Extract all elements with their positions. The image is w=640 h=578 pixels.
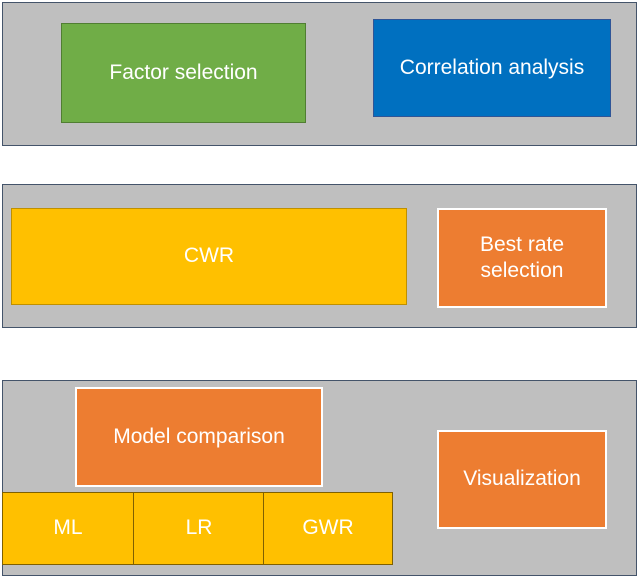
lr-label: LR: [185, 516, 213, 540]
panel-model: Model comparison Visualization ML LR GWR: [2, 380, 637, 576]
model-comparison-label: Model comparison: [113, 424, 285, 448]
ml-box: ML: [2, 492, 134, 565]
lr-box: LR: [133, 492, 265, 565]
panel-cwr: CWR Best rate selection: [2, 184, 637, 328]
best-rate-selection-label: Best rate selection: [479, 232, 565, 282]
factor-selection-box: Factor selection: [61, 23, 306, 123]
cwr-label: CWR: [183, 244, 235, 268]
visualization-box: Visualization: [437, 430, 607, 529]
ml-label: ML: [53, 516, 83, 540]
correlation-analysis-label: Correlation analysis: [399, 55, 585, 79]
panel-factor-correlation: Factor selection Correlation analysis: [2, 2, 637, 146]
visualization-label: Visualization: [463, 467, 581, 491]
correlation-analysis-box: Correlation analysis: [373, 19, 611, 117]
factor-selection-label: Factor selection: [109, 60, 258, 84]
cwr-box: CWR: [11, 208, 407, 305]
model-comparison-box: Model comparison: [75, 387, 323, 487]
gwr-box: GWR: [263, 492, 393, 565]
best-rate-selection-box: Best rate selection: [437, 208, 607, 308]
gwr-label: GWR: [302, 516, 354, 540]
